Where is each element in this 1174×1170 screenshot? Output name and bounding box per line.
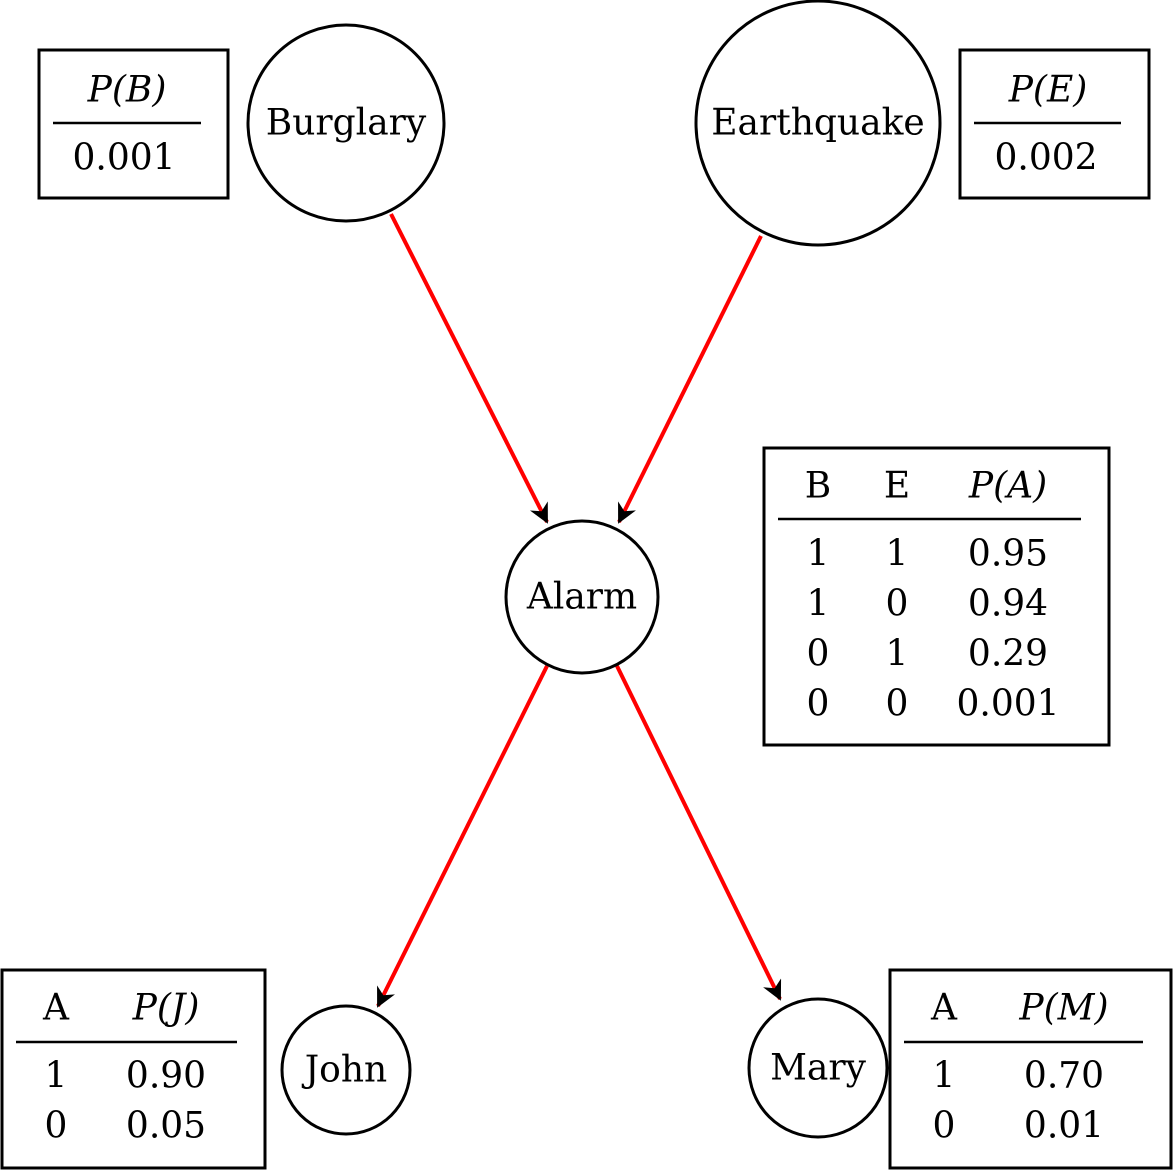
edge-earthquake-alarm <box>617 235 763 524</box>
node-label-earthquake: Earthquake <box>711 103 924 144</box>
cpt-john-header-a: A <box>42 988 70 1029</box>
cpt-earthquake-value: 0.002 <box>994 138 1097 179</box>
node-label-alarm: Alarm <box>526 577 637 618</box>
cpt-alarm-header-e: E <box>884 466 910 507</box>
node-john: John <box>280 1004 412 1136</box>
cpt-mary-header-pm: P(M) <box>1018 988 1108 1029</box>
node-label-mary: Mary <box>770 1048 867 1089</box>
cpt-mary-cell: 0.70 <box>1024 1056 1104 1097</box>
node-label-burglary: Burglary <box>266 103 427 144</box>
cpt-john-cell: 0.05 <box>126 1106 206 1147</box>
cpt-alarm-cell: 0 <box>886 684 909 725</box>
cpt-alarm-cell: 0 <box>886 584 909 625</box>
cpt-alarm-cell: 0.94 <box>968 584 1048 625</box>
node-mary: Mary <box>747 997 889 1139</box>
cpt-mary-header-a: A <box>930 988 958 1029</box>
cpt-mary: A P(M) 1 0.70 0 0.01 <box>888 968 1173 1170</box>
edge-alarm-john <box>376 665 549 1008</box>
cpt-earthquake: P(E) 0.002 <box>958 48 1151 200</box>
node-earthquake: Earthquake <box>694 0 942 247</box>
cpt-alarm-cell: 1 <box>886 634 909 675</box>
node-alarm: Alarm <box>504 519 660 675</box>
cpt-burglary: P(B) 0.001 <box>37 48 230 200</box>
cpt-mary-cell: 1 <box>933 1056 956 1097</box>
cpt-john-cell: 0 <box>45 1106 68 1147</box>
cpt-alarm-cell: 0 <box>807 684 830 725</box>
edge-alarm-mary <box>615 665 782 1001</box>
cpt-john-header-pj: P(J) <box>132 988 200 1029</box>
cpt-john-cell: 1 <box>45 1056 68 1097</box>
edges <box>376 213 782 1008</box>
cpt-alarm-cell: 1 <box>807 534 830 575</box>
cpt-john: A P(J) 1 0.90 0 0.05 <box>0 968 267 1170</box>
cpt-alarm-cell: 1 <box>886 534 909 575</box>
node-burglary: Burglary <box>246 23 446 223</box>
edge-burglary-alarm <box>389 213 549 524</box>
cpt-alarm-header-b: B <box>805 466 831 507</box>
cpt-john-cell: 0.90 <box>126 1056 206 1097</box>
cpt-alarm-cell: 0.95 <box>968 534 1048 575</box>
cpt-mary-cell: 0 <box>933 1106 956 1147</box>
cpt-earthquake-header: P(E) <box>1008 70 1088 111</box>
cpt-alarm-cell: 0 <box>807 634 830 675</box>
cpt-burglary-header: P(B) <box>87 70 167 111</box>
cpt-alarm-cell: 1 <box>807 584 830 625</box>
cpt-alarm-cell: 0.29 <box>968 634 1048 675</box>
cpt-alarm: B E P(A) 1 1 0.95 1 0 0.94 0 1 0.29 0 0 … <box>762 446 1111 747</box>
node-label-john: John <box>301 1050 387 1091</box>
cpt-alarm-header-pa: P(A) <box>968 466 1047 507</box>
cpt-mary-cell: 0.01 <box>1024 1106 1104 1147</box>
cpt-alarm-cell: 0.001 <box>956 684 1059 725</box>
cpt-burglary-value: 0.001 <box>72 138 175 179</box>
